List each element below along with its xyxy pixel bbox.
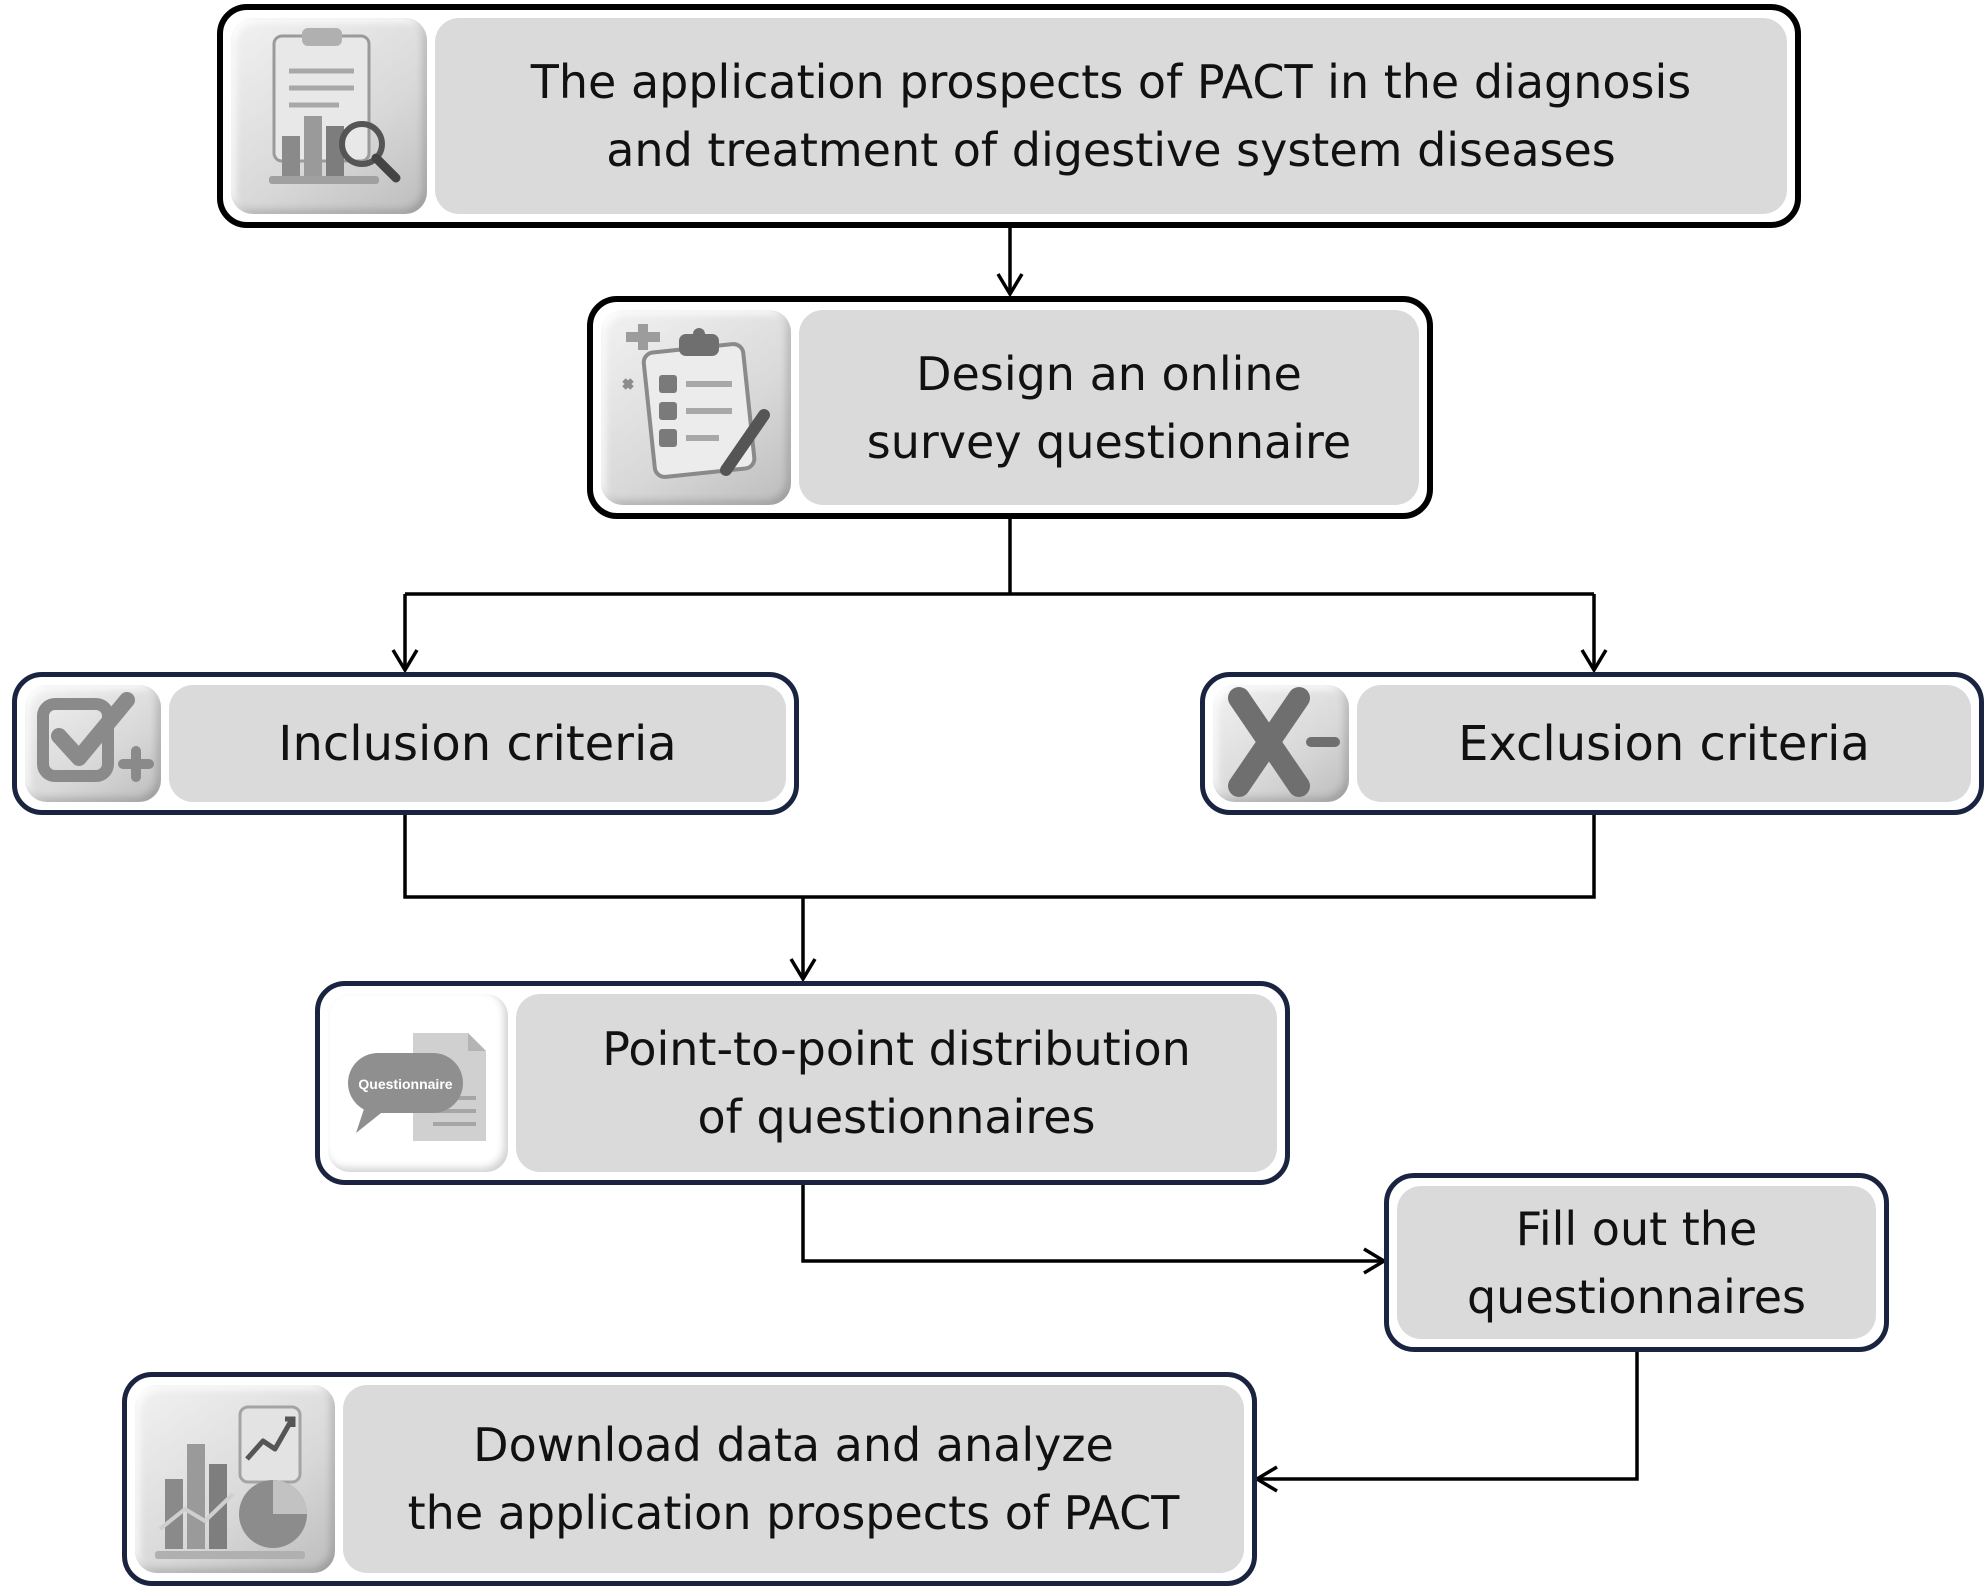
label-line-2: and treatment of digestive system diseas… <box>606 123 1616 177</box>
label-line-1: Point-to-point distribution <box>602 1022 1191 1076</box>
node-exclusion-criteria: Exclusion criteria <box>1200 672 1984 815</box>
label-line-2: the application prospects of PACT <box>407 1486 1180 1540</box>
label-line-2: of questionnaires <box>697 1090 1096 1144</box>
label-application-prospects: The application prospects of PACT in the… <box>435 18 1787 214</box>
clipboard-chart-icon <box>231 18 427 214</box>
label-line-2: questionnaires <box>1466 1269 1807 1324</box>
label-line-1: Fill out the <box>1515 1201 1758 1256</box>
questionnaire-bubble-icon: Questionnaire <box>328 994 508 1172</box>
arrow-to-download <box>1253 1352 1639 1493</box>
clipboard-checklist-icon <box>601 310 791 505</box>
x-minus-icon <box>1213 685 1349 802</box>
merge-lines <box>403 815 1596 899</box>
label-fill-out-questionnaires: Fill out the questionnaires <box>1397 1186 1876 1339</box>
label-design-questionnaire: Design an online survey questionnaire <box>799 310 1419 505</box>
node-application-prospects: The application prospects of PACT in the… <box>217 4 1801 228</box>
label-point-to-point-distribution: Point-to-point distribution of questionn… <box>516 994 1277 1172</box>
label-line-1: Design an online <box>916 346 1302 401</box>
label-line-2: survey questionnaire <box>866 414 1352 469</box>
label-exclusion-criteria: Exclusion criteria <box>1357 685 1971 802</box>
questionnaire-icon-text: Questionnaire <box>358 1076 452 1092</box>
node-download-analyze: Download data and analyze the applicatio… <box>122 1372 1257 1586</box>
label-line-1: The application prospects of PACT in the… <box>530 55 1692 109</box>
arrow-to-fill <box>801 1185 1388 1275</box>
label-download-analyze: Download data and analyze the applicatio… <box>343 1385 1244 1573</box>
label-inclusion-criteria: Inclusion criteria <box>169 685 786 802</box>
check-plus-icon <box>25 685 161 802</box>
node-point-to-point-distribution: Questionnaire Point-to-point distributio… <box>315 981 1290 1185</box>
node-design-questionnaire: Design an online survey questionnaire <box>587 296 1433 519</box>
node-inclusion-criteria: Inclusion criteria <box>12 672 799 815</box>
analytics-chart-icon <box>135 1385 335 1573</box>
node-fill-out-questionnaires: Fill out the questionnaires <box>1384 1173 1889 1352</box>
label-line-1: Download data and analyze <box>473 1418 1114 1472</box>
